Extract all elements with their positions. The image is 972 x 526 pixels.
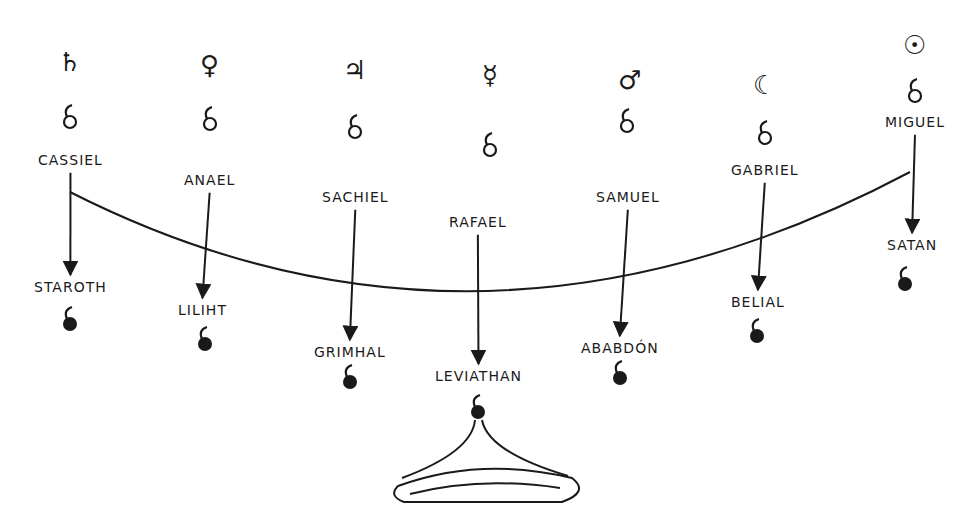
demon-name: STAROTH xyxy=(30,277,111,298)
planet-symbol: ♄ xyxy=(58,49,81,75)
name-text: CASSIEL xyxy=(38,152,103,169)
demon-name: ABABDÓN xyxy=(577,338,663,359)
planet-symbol: ♃ xyxy=(343,57,366,83)
name-text: SAMUEL xyxy=(596,189,660,206)
down-arrow xyxy=(202,193,209,298)
name-text: SACHIEL xyxy=(322,189,389,206)
curved-line xyxy=(70,172,910,291)
lamp xyxy=(394,420,579,502)
planet-symbol: ☿ xyxy=(482,62,498,88)
name-text: RAFAEL xyxy=(449,214,507,231)
planet-symbol: ☾ xyxy=(753,72,776,98)
demon-name: GRIMHAL xyxy=(310,342,390,363)
demon-name: LEVIATHAN xyxy=(431,366,526,387)
down-arrow xyxy=(69,173,71,275)
angel-name: CASSIEL xyxy=(34,150,107,171)
name-text: STAROTH xyxy=(34,279,107,296)
planet-symbol: ♂ xyxy=(618,67,641,93)
name-text: LILIHT xyxy=(178,302,227,319)
down-arrow xyxy=(912,135,915,233)
name-text: ANAEL xyxy=(184,172,235,189)
name-text: GABRIEL xyxy=(731,162,799,179)
down-arrow xyxy=(350,210,355,340)
name-text: BELIAL xyxy=(731,294,785,311)
name-text: SATAN xyxy=(887,237,937,254)
demon-name: BELIAL xyxy=(727,292,789,313)
demon-name: LILIHT xyxy=(174,300,231,321)
down-arrow xyxy=(620,210,628,336)
name-text: LEVIATHAN xyxy=(435,368,522,385)
name-text: MIGUEL xyxy=(885,114,945,131)
angel-name: RAFAEL xyxy=(445,212,511,233)
down-arrow xyxy=(477,235,480,364)
name-text: ABABDÓN xyxy=(581,340,659,357)
planet-symbol: ♀ xyxy=(200,52,219,78)
angel-name: GABRIEL xyxy=(727,160,803,181)
demon-name: SATAN xyxy=(883,235,941,256)
angel-name: ANAEL xyxy=(180,170,239,191)
angel-name: MIGUEL xyxy=(881,112,949,133)
filled-seed-marks xyxy=(64,267,911,418)
angel-name: SACHIEL xyxy=(318,187,393,208)
down-arrow xyxy=(758,183,765,290)
open-seed-marks xyxy=(64,79,921,156)
planet-symbol: ☉ xyxy=(903,32,926,58)
name-text: GRIMHAL xyxy=(314,344,386,361)
angel-name: SAMUEL xyxy=(592,187,664,208)
